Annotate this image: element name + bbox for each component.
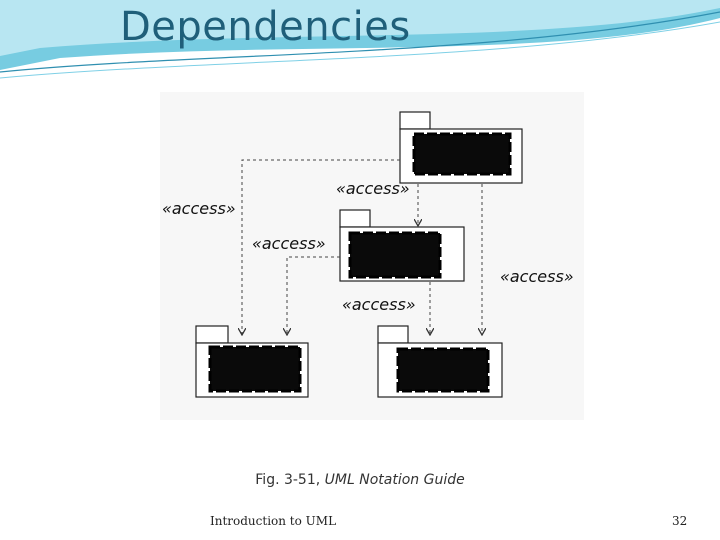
footer-course-title: Introduction to UML (210, 514, 337, 528)
access-label-top: «access» (336, 179, 410, 198)
caption-source: UML Notation Guide (324, 472, 465, 488)
figure-caption: Fig. 3-51, UML Notation Guide (0, 472, 720, 488)
access-label-mid-left: «access» (252, 234, 326, 253)
access-label-right: «access» (500, 267, 574, 286)
header-swoosh (0, 0, 720, 79)
bottom-left-package (195, 325, 309, 398)
access-label-left: «access» (162, 199, 236, 218)
bottom-right-package (377, 325, 503, 398)
dependency-arrow-left (242, 159, 400, 334)
top-package (399, 111, 523, 184)
slide-number: 32 (672, 514, 688, 528)
slide-title: Dependencies (120, 4, 411, 50)
package-dependency-diagram: «access» «access» «access» «access» «acc… (160, 92, 584, 420)
caption-prefix: Fig. 3-51, (255, 472, 325, 488)
dependency-arrow-mid-left (287, 256, 340, 334)
access-label-bottom: «access» (342, 295, 416, 314)
middle-package (339, 209, 465, 282)
